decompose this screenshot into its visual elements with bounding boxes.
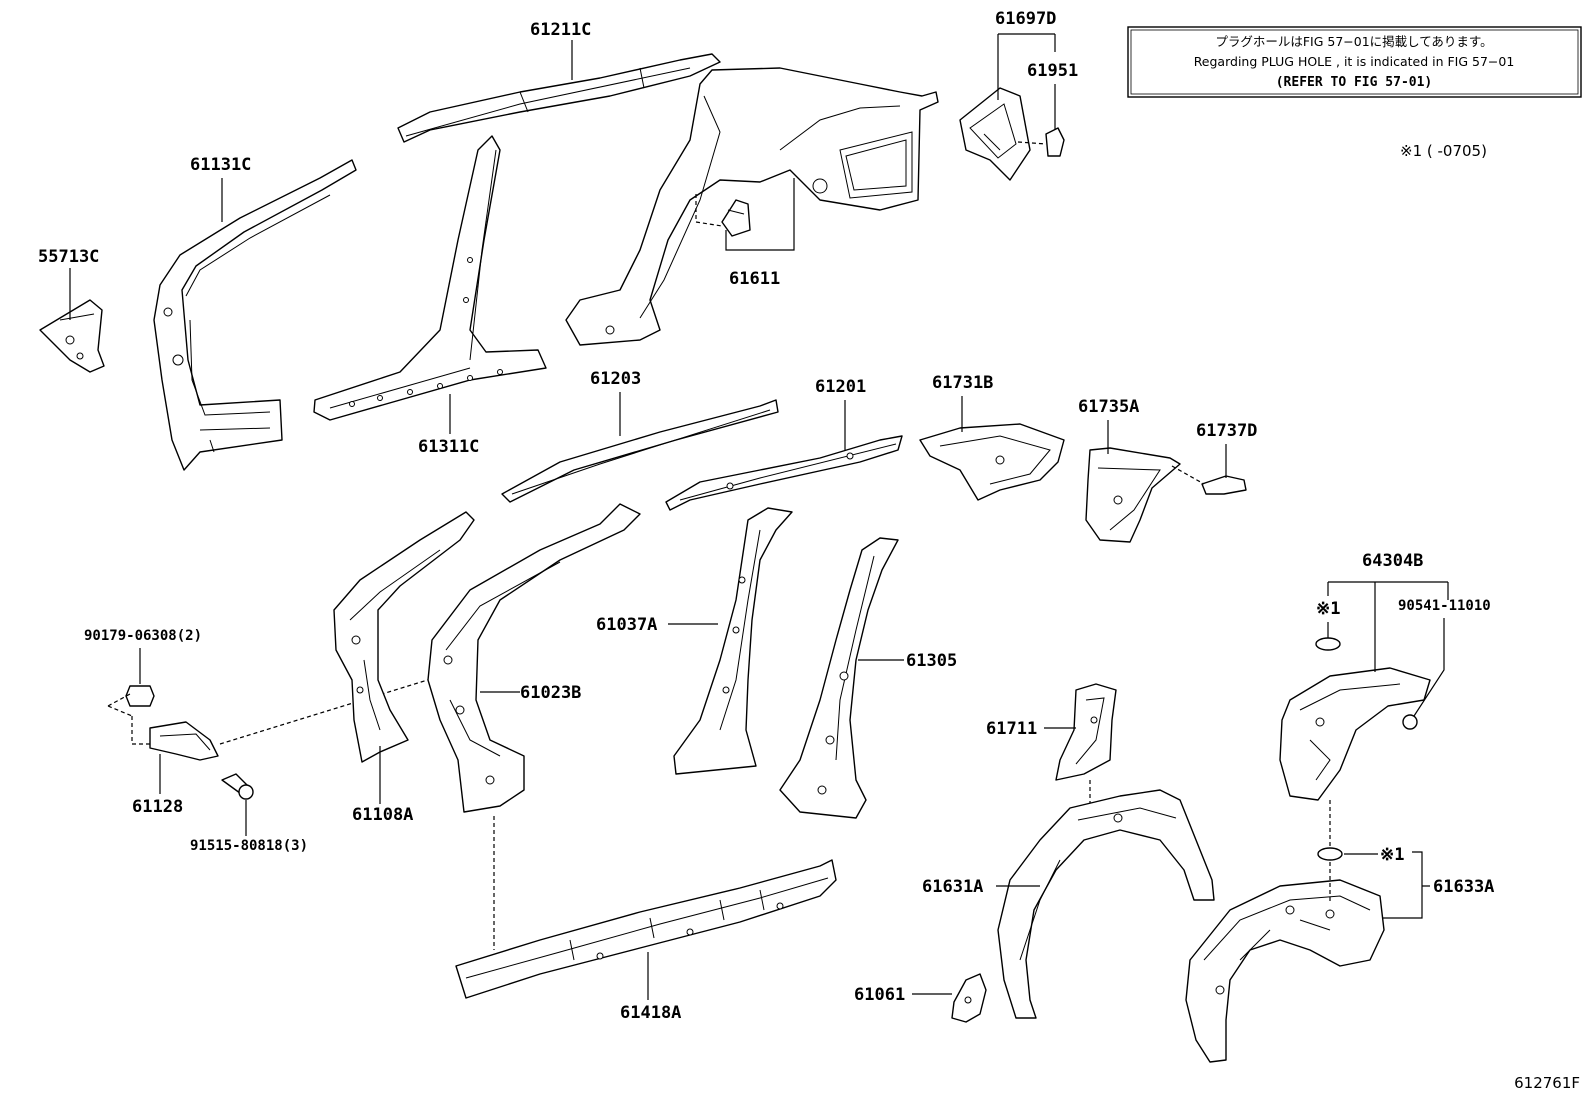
part-61023B-pillar-reinf [427, 503, 641, 813]
part-61201-roof-inner [665, 435, 903, 511]
label-61037A: 61037A [596, 615, 657, 635]
label-61023B: 61023B [520, 683, 581, 703]
part-61203-roof-inner [501, 399, 779, 503]
part-61633A-wheelhouse-inner [1185, 879, 1385, 1063]
label-90179-06308: 90179-06308(2) [84, 628, 202, 644]
part-55713C-bracket [39, 299, 105, 373]
plug-hole-note: プラグホールはFIG 57−01に掲載してあります。 Regarding PLU… [1127, 26, 1582, 98]
label-61633A: 61633A [1433, 877, 1494, 897]
label-61731B: 61731B [932, 373, 993, 393]
label-61735A: 61735A [1078, 397, 1139, 417]
label-61311C: 61311C [418, 437, 479, 457]
label-61418A: 61418A [620, 1003, 681, 1023]
label-61211C: 61211C [530, 20, 591, 40]
label-55713C: 55713C [38, 247, 99, 267]
note-english: Regarding PLUG HOLE , it is indicated in… [1194, 54, 1515, 69]
label-61128: 61128 [132, 797, 183, 817]
part-quarter-panel [565, 67, 939, 346]
label-61697D: 61697D [995, 9, 1056, 29]
part-grommet-lower [1317, 847, 1343, 861]
part-61211C-roof-rail [397, 53, 721, 143]
label-61131C: 61131C [190, 155, 251, 175]
label-61108A: 61108A [352, 805, 413, 825]
part-61951-clip [1045, 127, 1065, 157]
part-64304B-panel [1279, 667, 1431, 801]
part-61061-bracket [951, 973, 987, 1023]
label-61737D: 61737D [1196, 421, 1257, 441]
label-61631A: 61631A [922, 877, 983, 897]
leader-64304B [1327, 581, 1449, 672]
part-61108A-pillar-inner [333, 511, 475, 763]
part-61611-bracket [721, 199, 751, 237]
part-61305-pillar-outer [779, 537, 899, 819]
part-91515-bolt [221, 773, 254, 800]
label-61611: 61611 [729, 269, 780, 289]
mark-note: ※1 ( -0705) [1400, 142, 1487, 160]
label-90541-11010: 90541-11010 [1398, 598, 1491, 614]
label-64304B: 64304B [1362, 551, 1423, 571]
label-61951: 61951 [1027, 61, 1078, 81]
mark-1-lower: ※1 [1380, 845, 1404, 865]
part-61311C-center-pillar [313, 135, 547, 421]
mark-1-upper: ※1 [1316, 599, 1340, 619]
note-japanese: プラグホールはFIG 57−01に掲載してあります。 [1215, 34, 1492, 49]
part-61037A-pillar [673, 507, 793, 775]
part-90179-nut [125, 685, 155, 707]
part-61697D-wheelhouse-ext [959, 87, 1031, 181]
label-91515-80818: 91515-80818(3) [190, 838, 308, 854]
leader-61611 [725, 178, 795, 251]
figure-id: 612761F [1514, 1074, 1580, 1092]
part-61711-brace [1055, 683, 1117, 781]
note-reference: (REFER TO FIG 57-01) [1276, 75, 1433, 90]
part-grommet-upper [1315, 637, 1341, 651]
part-90541-nut [1402, 714, 1418, 730]
label-61061: 61061 [854, 985, 905, 1005]
part-61631A-wheelhouse [997, 789, 1215, 1019]
part-61737D-bracket [1201, 475, 1247, 495]
part-61128-bracket [149, 721, 219, 761]
part-61735A-brace [1085, 447, 1181, 543]
label-61201: 61201 [815, 377, 866, 397]
leader-61697D [997, 33, 1056, 100]
label-61203: 61203 [590, 369, 641, 389]
part-61131C-front-pillar [153, 159, 357, 471]
label-61305: 61305 [906, 651, 957, 671]
part-61731B-panel [919, 423, 1065, 501]
label-61711: 61711 [986, 719, 1037, 739]
part-61418A-rocker [455, 859, 837, 999]
